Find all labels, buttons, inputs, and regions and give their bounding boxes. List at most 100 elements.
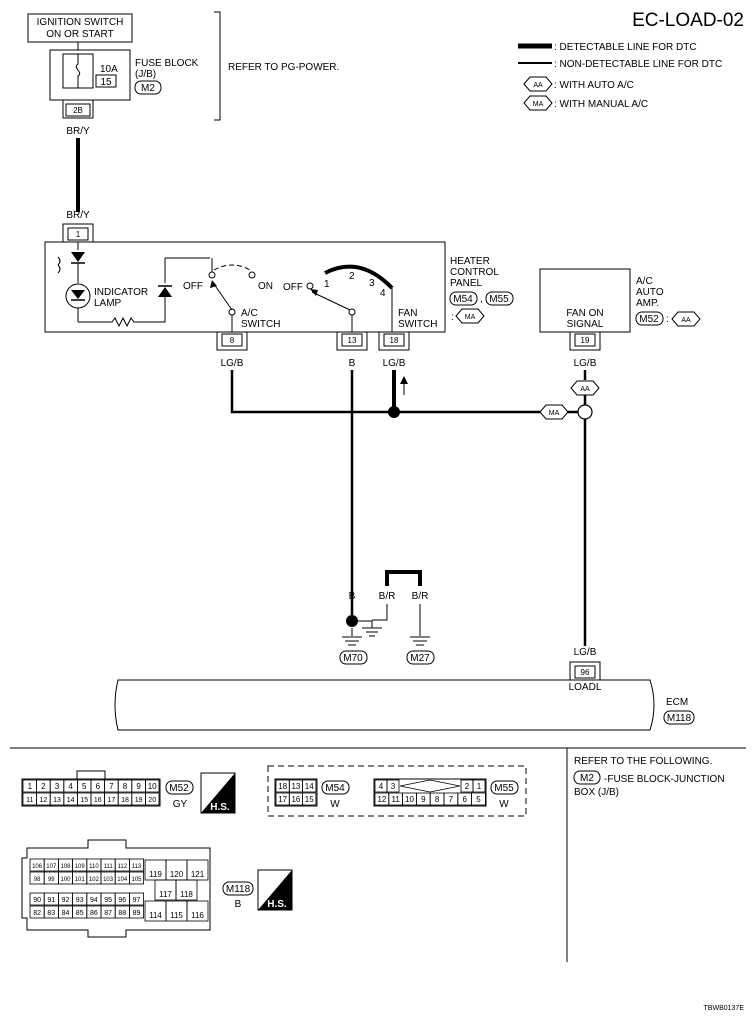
connector-pin-label: 84 [62,910,70,917]
refer-line3: BOX (J/B) [574,787,619,798]
connector-pin-label: 117 [159,890,172,899]
amp-pin-19: 19 [581,336,590,345]
fuse-amp: 10A [100,64,118,75]
connector-pin-label: 2 [41,782,46,791]
heater-label1: HEATER [450,256,490,267]
amp-connector: M52 [639,314,659,325]
connector-pin-label: 17 [278,795,287,804]
m55-name: M55 [494,783,514,794]
connector-pin-label: 18 [121,797,129,804]
connector-pin-label: 105 [131,877,142,883]
amp-signal1: FAN ON [566,308,603,319]
connector-pin-label: 13 [291,782,300,791]
connector-pin-label: 96 [118,897,126,904]
panel-pin-8: 8 [230,336,235,345]
open-junction [577,404,593,420]
panel-pin-1: 1 [76,230,81,239]
connector-pin-label: 94 [90,897,98,904]
connector-pin-label: 20 [148,797,156,804]
connector-pin-label: 89 [133,910,141,917]
fan-pos-2: 2 [349,271,355,282]
connector-pin-label: 113 [132,864,142,870]
m118-name: M118 [226,884,251,895]
ground-m27: M27 [410,653,430,664]
connector-pin-label: 120 [170,870,184,879]
indicator-label2: LAMP [94,298,122,309]
connector-pin-label: 118 [180,890,193,899]
connector-pin-label: 16 [291,795,300,804]
connector-pin-label: 14 [67,797,75,804]
connector-pin-label: 15 [305,795,314,804]
wire-b-13: B [349,358,356,369]
fuse-pin-2b: 2B [73,106,83,115]
panel-pin-13: 13 [348,336,357,345]
ignition-switch: IGNITION SWITCH ON OR START [27,13,133,43]
connector-pin-label: 3 [55,782,60,791]
wire-bry-top: BR/Y [66,126,90,137]
amp-label2: AUTO [636,287,664,298]
ecm-pin-96: 96 [581,668,590,677]
connector-pin-label: 4 [379,782,384,791]
wire-lgb-96: LG/B [574,647,597,658]
wire-lgb-8: LG/B [221,358,244,369]
connector-pin-label: 11 [392,795,401,804]
connector-pin-label: 109 [75,864,86,870]
connector-pin-label: 18 [278,782,287,791]
connector-pin-label: 114 [149,911,162,920]
connector-pin-label: 106 [32,864,43,870]
connector-pin-label: 12 [40,797,48,804]
fuse-block-connector: M2 [141,83,155,94]
heater-sep: , [480,294,483,305]
wavy-break-icon [57,256,61,274]
hs-text-2: H.S. [267,899,287,910]
ecm-label: ECM [666,697,688,708]
ac-switch-label2: SWITCH [241,319,280,330]
wire-br-1: B/R [379,591,396,602]
fuse-icon [75,54,81,88]
connector-pin-label: 86 [90,910,98,917]
fan-off-label: OFF [283,282,303,293]
connector-pin-label: 115 [170,911,183,920]
connector-pin-label: 6 [462,795,467,804]
connector-pin-label: 92 [62,897,70,904]
legend-aa-tag: AA [533,82,543,89]
connector-pin-label: 85 [76,910,84,917]
connector-pin-label: 5 [476,795,481,804]
heater-label2: CONTROL [450,267,499,278]
connector-pin-label: 9 [136,782,141,791]
connector-pin-label: 14 [305,782,314,791]
connector-pin-label: 17 [108,797,116,804]
ac-on-label: ON [258,281,273,292]
connector-pin-label: 7 [449,795,454,804]
connector-pin-label: 121 [191,870,205,879]
ecm-connector: M118 [667,713,692,724]
connector-pin-label: 3 [391,782,396,791]
junction-dot [388,406,400,418]
connector-pin-label: 9 [421,795,426,804]
wire-lgb-18: LG/B [383,358,406,369]
wire-br-loop [385,570,422,586]
fan-switch-label2: SWITCH [398,319,437,330]
connector-pin-label: 110 [89,864,99,870]
wire-bry-bottom: BR/Y [66,210,90,221]
connector-pin-label: 83 [47,910,55,917]
heater-conn-b: M55 [489,294,509,305]
connector-pin-label: 99 [48,877,55,883]
ac-auto-amp [539,268,631,333]
connector-pin-label: 119 [149,870,162,879]
connector-pin-label: 102 [89,877,100,883]
connector-pin-label: 100 [60,877,71,883]
ac-switch-label1: A/C [241,308,258,319]
connector-pin-label: 13 [53,797,61,804]
connector-pin-label: 1 [28,782,33,791]
resistor-icon [78,300,166,328]
heater-colon: : [451,312,454,323]
amp-aa-tag: AA [681,317,691,324]
ignition-line1: IGNITION SWITCH [37,17,124,28]
ac-off-label: OFF [183,281,203,292]
connector-pin-label: 1 [477,782,482,791]
diode-icon [71,252,85,262]
fuse-block-line1: FUSE BLOCK [135,58,199,69]
